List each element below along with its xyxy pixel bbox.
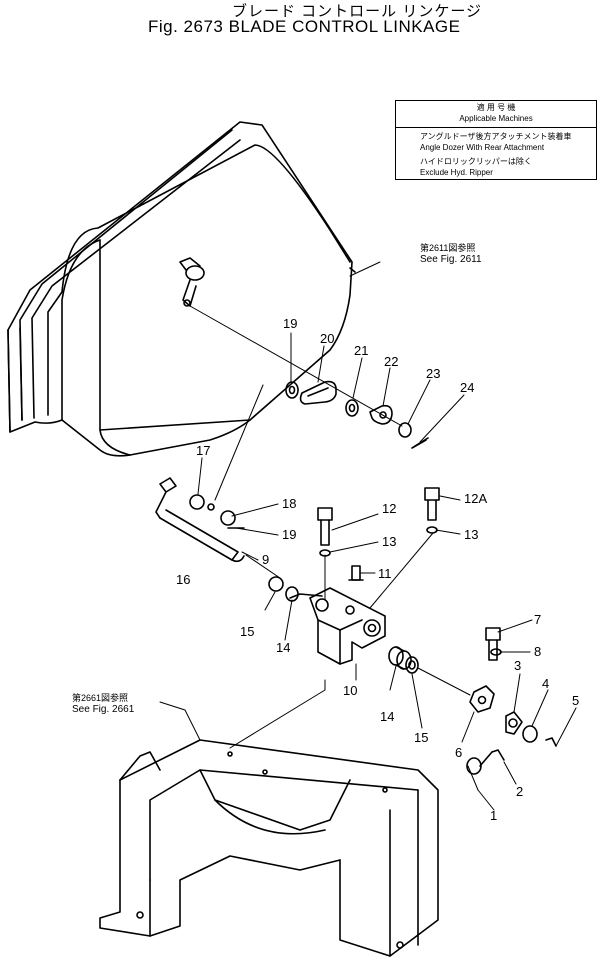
label-1: 1: [490, 808, 497, 823]
part-leaders: [197, 332, 577, 811]
control-lever: [179, 257, 205, 307]
label-12a: 12A: [464, 491, 487, 506]
label-7: 7: [534, 612, 541, 627]
reference-fig-2611: 第2611図参照 See Fig. 2611: [420, 243, 482, 265]
linkage-rod-line: [189, 305, 403, 427]
label-17: 17: [196, 443, 210, 458]
base-frame: [99, 261, 439, 957]
label-12: 12: [382, 501, 396, 516]
applicable-row-2-jp: ハイドロリックリッパーは除く: [420, 157, 532, 166]
rod-assembly: [155, 477, 284, 592]
label-14: 14: [276, 640, 290, 655]
label-2: 2: [516, 784, 523, 799]
label-24: 23: [426, 366, 440, 381]
label-11: 11: [378, 566, 392, 581]
label-23: 22: [384, 354, 398, 369]
applicable-machines-header: 適 用 号 機 Applicable Machines: [396, 101, 596, 128]
label-10: 10: [343, 683, 357, 698]
label-5: 5: [572, 693, 579, 708]
reference-fig-2661: 第2661図参照 See Fig. 2661: [72, 693, 134, 715]
reference-2661-en: See Fig. 2661: [72, 704, 135, 715]
label-4: 4: [542, 676, 549, 691]
applicable-row-1-en: Angle Dozer With Rear Attachment: [420, 143, 545, 152]
applicable-row-1-jp: アングルドーザ後方アタッチメント装着車: [420, 132, 572, 141]
label-18: 18: [282, 496, 296, 511]
label-8: 8: [534, 644, 541, 659]
tank-assembly: [7, 121, 356, 457]
bolts: [317, 487, 440, 581]
connecting-line: [214, 384, 264, 501]
applicable-row-2-en: Exclude Hyd. Ripper: [420, 168, 493, 177]
label-20: 19: [283, 316, 297, 331]
applicable-header-jp: 適 用 号 機: [476, 103, 516, 112]
ref-2661-leader: [159, 701, 201, 741]
label-15: 15: [240, 624, 254, 639]
label-13: 13: [382, 534, 396, 549]
reference-2611-jp: 第2611図参照: [420, 243, 476, 253]
label-9: 9: [262, 552, 269, 567]
label-25: 24: [460, 380, 474, 395]
label-14b: 14: [380, 709, 394, 724]
reference-2611-en: See Fig. 2611: [420, 254, 482, 265]
part-number-labels: 19 20 21 22 23 24 17 18 19 9 16 12 12A 1…: [176, 316, 579, 823]
label-15b: 15: [414, 730, 428, 745]
label-21: 20: [320, 331, 334, 346]
figure-title-japanese: ブレード コントロール リンケージ: [232, 3, 483, 20]
reference-2661-jp: 第2661図参照: [72, 693, 129, 703]
label-22: 21: [354, 343, 368, 358]
figure-title: Fig. 2673 BLADE CONTROL LINKAGE: [148, 17, 461, 36]
right-bushings: [388, 646, 471, 696]
label-13b: 13: [464, 527, 478, 542]
upper-linkage-parts: [285, 380, 429, 449]
label-6: 6: [455, 745, 462, 760]
applicable-header-en: Applicable Machines: [459, 114, 533, 123]
label-19: 19: [282, 527, 296, 542]
label-16: 16: [176, 572, 190, 587]
applicable-machines-box: 適 用 号 機 Applicable Machines アングルドーザ後方アタッ…: [395, 100, 597, 180]
central-bracket: [229, 532, 434, 749]
right-side-parts: [466, 627, 557, 791]
label-3: 3: [514, 658, 521, 673]
